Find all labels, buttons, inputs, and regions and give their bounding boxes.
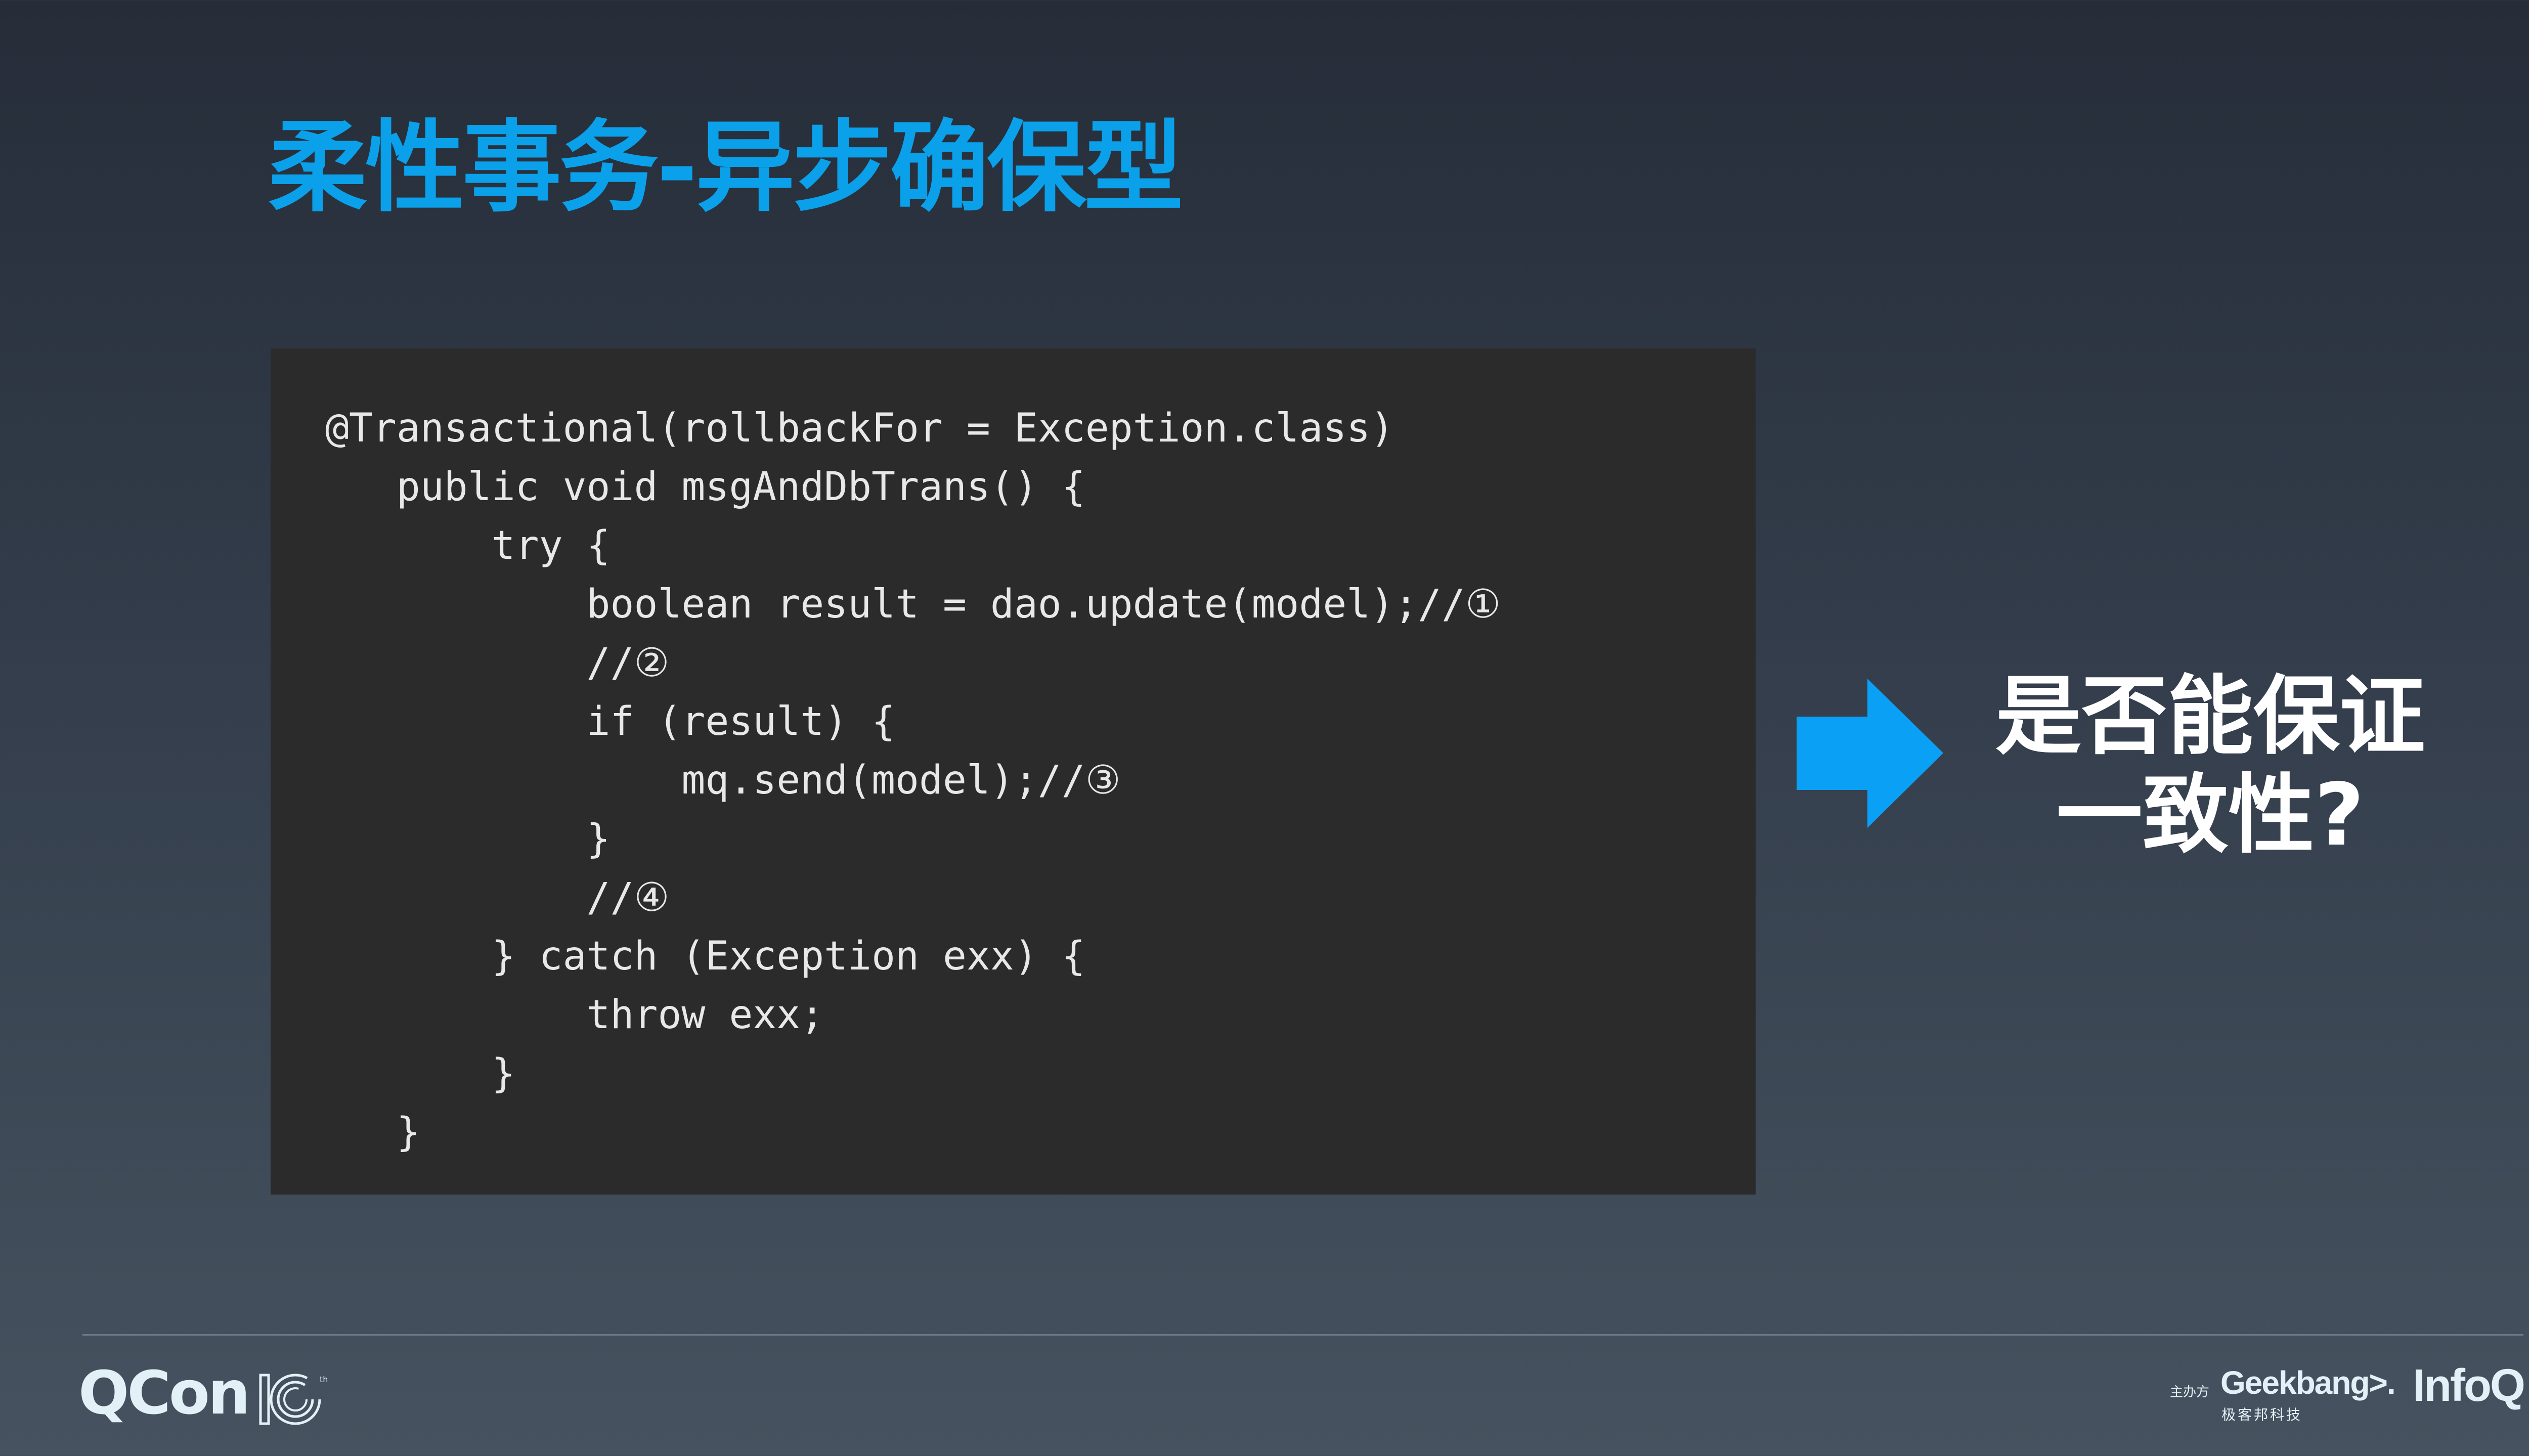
code-line: } xyxy=(325,1051,515,1096)
infoq-logo: InfoQ xyxy=(2413,1360,2525,1411)
right-arrow-icon xyxy=(1797,679,1943,828)
code-line: mq.send(model);//③ xyxy=(325,758,1121,803)
code-line: } xyxy=(325,816,611,862)
code-line: //② xyxy=(325,640,670,686)
question-text: 是否能保证 一致性? xyxy=(1963,668,2458,865)
question-line-1: 是否能保证 xyxy=(1995,667,2425,767)
tenth-label: th xyxy=(320,1375,328,1384)
geekbang-logo: Geekbang>. xyxy=(2220,1364,2396,1401)
code-line: //④ xyxy=(325,875,670,920)
code-line: try { xyxy=(325,523,611,568)
code-block: @Transactional(rollbackFor = Exception.c… xyxy=(271,348,1756,1195)
qcon-logo: QCon xyxy=(78,1358,250,1428)
code-line: boolean result = dao.update(model);//① xyxy=(325,582,1501,627)
code-lines: @Transactional(rollbackFor = Exception.c… xyxy=(325,399,1501,1162)
code-line: @Transactional(rollbackFor = Exception.c… xyxy=(325,406,1394,451)
code-line: if (result) { xyxy=(325,699,896,744)
footer-divider xyxy=(82,1334,2523,1336)
qcon-10th-logo: th xyxy=(259,1374,328,1425)
slide-title: 柔性事务-异步确保型 xyxy=(268,110,1183,226)
geekbang-sub: 极客邦科技 xyxy=(2221,1406,2303,1423)
code-line: } catch (Exception exx) { xyxy=(325,934,1085,979)
code-line: public void msgAndDbTrans() { xyxy=(325,464,1085,510)
code-line: throw exx; xyxy=(325,992,824,1038)
sponsor-label: 主办方 xyxy=(2170,1385,2210,1400)
code-line: } xyxy=(325,1110,420,1155)
question-line-2: 一致性? xyxy=(2056,765,2365,865)
